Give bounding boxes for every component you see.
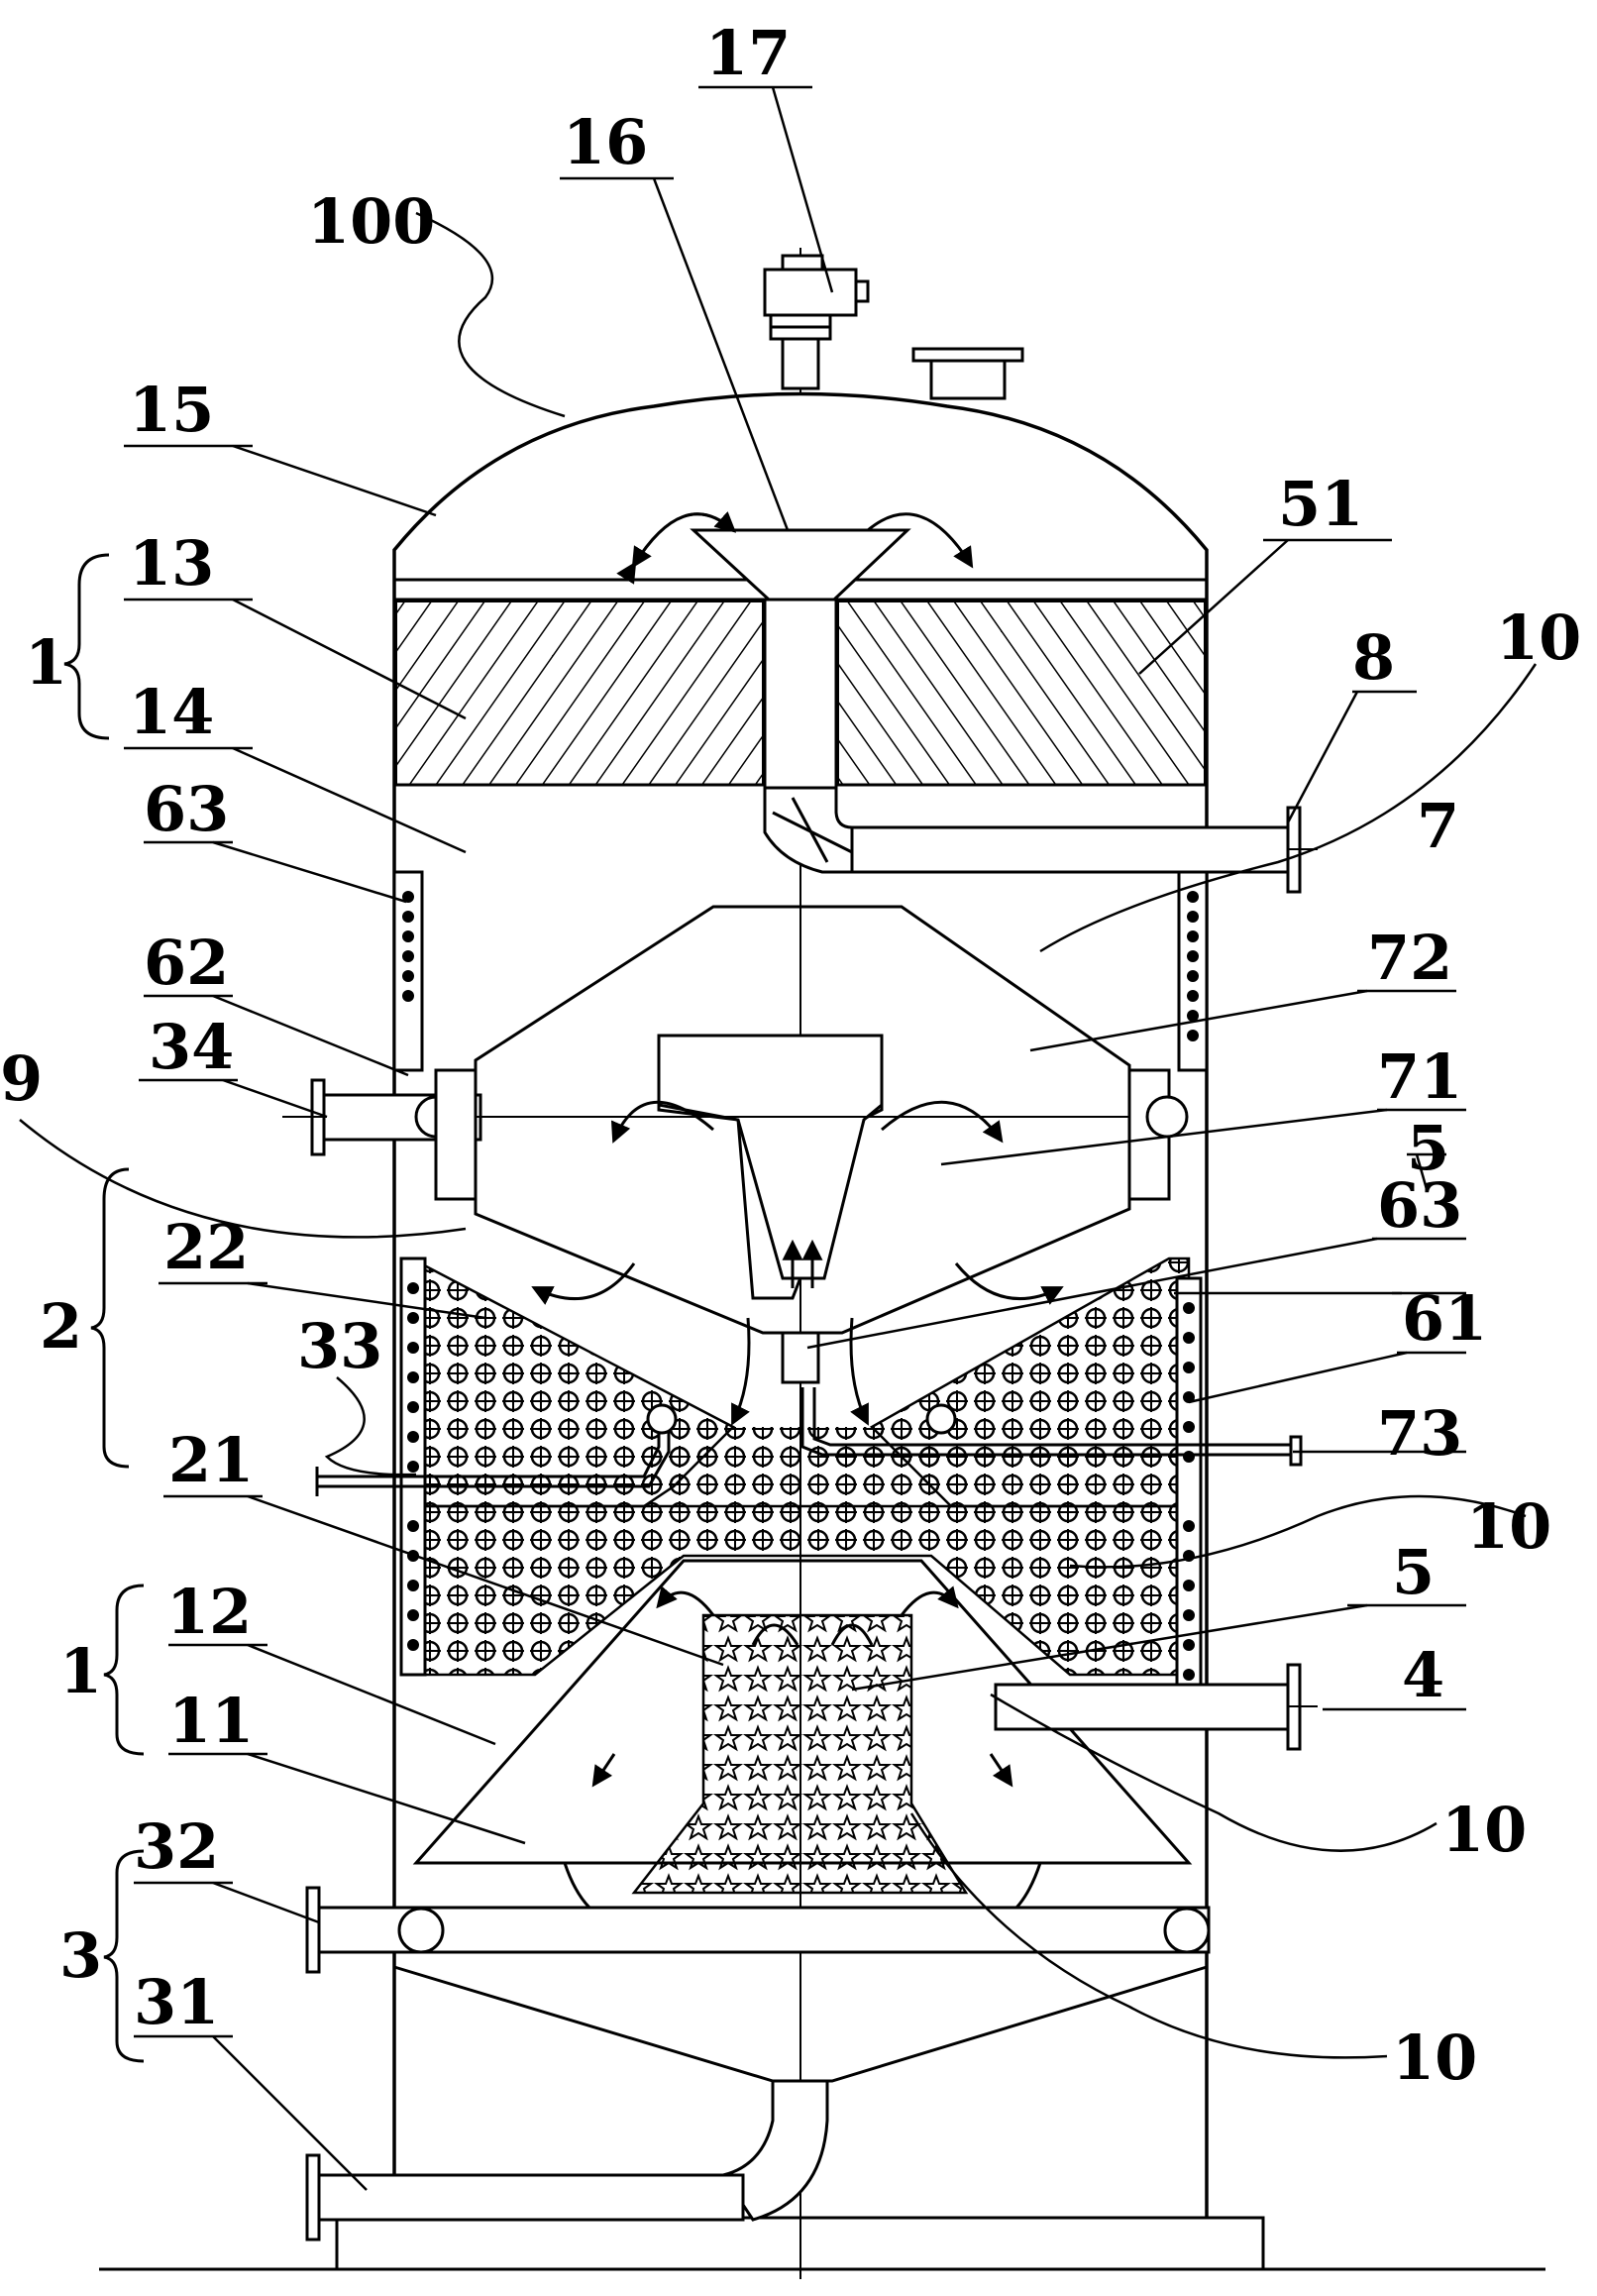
label-10-lower: 10 <box>1441 1794 1527 1866</box>
label-3: 3 <box>59 1919 102 1992</box>
dome-nozzle <box>911 347 1024 400</box>
label-8: 8 <box>1352 621 1395 694</box>
side-pipe-34 <box>282 1068 1189 1201</box>
label-4: 4 <box>1402 1639 1444 1711</box>
label-62: 62 <box>144 927 229 999</box>
label-17: 17 <box>705 17 791 89</box>
label-14: 14 <box>129 676 214 748</box>
label-10-middle: 10 <box>1466 1490 1551 1563</box>
label-51: 51 <box>1278 468 1363 540</box>
label-71: 71 <box>1377 1040 1462 1113</box>
brace-1-lower <box>103 1584 145 1756</box>
label-100: 100 <box>307 185 435 258</box>
label-1-lower: 1 <box>59 1635 102 1707</box>
label-15: 15 <box>129 374 214 446</box>
label-63-upper: 63 <box>144 773 229 845</box>
pipe-32 <box>305 1886 1211 1974</box>
chain-beads <box>402 891 1199 1681</box>
brace-2 <box>90 1167 130 1469</box>
label-31: 31 <box>134 1966 219 2038</box>
label-61: 61 <box>1402 1282 1487 1355</box>
label-2: 2 <box>40 1290 82 1363</box>
pipe-4 <box>994 1663 1318 1751</box>
chain-mid-left <box>399 1257 427 1677</box>
label-33: 33 <box>297 1310 382 1382</box>
label-73: 73 <box>1377 1397 1462 1470</box>
upper-cone-7 <box>474 905 1131 1384</box>
label-63-middle: 63 <box>1377 1169 1462 1242</box>
label-72: 72 <box>1367 922 1452 994</box>
label-10-bottom: 10 <box>1392 2022 1477 2094</box>
label-9: 9 <box>0 1042 43 1115</box>
brace-1-upper <box>63 553 110 740</box>
packing-13-left <box>395 601 764 786</box>
label-10-top: 10 <box>1496 601 1581 674</box>
leader-lines <box>19 85 1538 2191</box>
bottom-cone-31 <box>305 1965 1208 2241</box>
label-21: 21 <box>168 1424 254 1496</box>
label-5-upper: 5 <box>1407 1112 1449 1184</box>
label-13: 13 <box>129 527 214 600</box>
reference-labels: 17 16 100 15 51 1 13 14 8 10 63 62 7 34 … <box>0 17 1581 2094</box>
top-valve <box>763 254 870 390</box>
middle-packing-2 <box>406 1257 1191 1677</box>
label-11: 11 <box>168 1685 254 1757</box>
label-16: 16 <box>563 106 648 178</box>
pipe-33 <box>315 1403 678 1496</box>
outlet-pipe-8 <box>763 786 1318 894</box>
label-5-lower: 5 <box>1392 1536 1435 1608</box>
label-7: 7 <box>1417 790 1459 862</box>
label-34: 34 <box>149 1011 234 1083</box>
distributor-funnel-16 <box>690 528 911 790</box>
label-1-upper: 1 <box>25 626 67 699</box>
packing-13-right <box>837 601 1206 786</box>
label-22: 22 <box>163 1211 249 1283</box>
brace-3 <box>103 1849 145 2063</box>
label-12: 12 <box>166 1576 252 1648</box>
label-32: 32 <box>134 1810 219 1883</box>
